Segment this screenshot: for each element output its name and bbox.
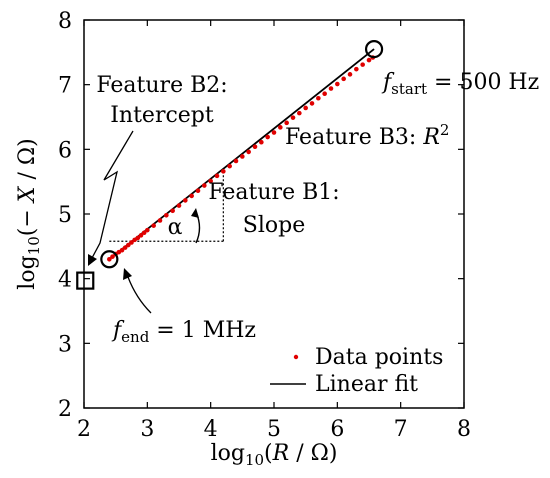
y-tick-label: 2: [58, 397, 72, 422]
data-point: [126, 242, 131, 248]
tick-labels: 2 3 4 5 6 7 8 2 3 4 5 6 7 8: [58, 9, 471, 442]
y-tick-label: 4: [58, 268, 72, 293]
y-axis-label: log10(− X / Ω): [15, 138, 43, 289]
data-points-series: [107, 55, 376, 262]
legend-label-linear-fit: Linear fit: [315, 372, 418, 397]
alpha-label: α: [168, 215, 183, 240]
data-point: [176, 203, 182, 208]
data-point: [208, 178, 213, 184]
data-point: [227, 163, 232, 169]
data-point: [347, 72, 353, 77]
data-point: [145, 227, 150, 233]
data-point: [107, 256, 112, 262]
x-tick-label: 2: [77, 417, 91, 442]
y-tick-label: 7: [58, 74, 72, 99]
x-tick-label: 3: [140, 417, 154, 442]
start-point-marker: [364, 39, 384, 59]
data-point: [366, 57, 372, 63]
data-point: [164, 212, 169, 218]
data-point: [335, 81, 340, 87]
data-point: [360, 62, 365, 67]
data-point: [141, 230, 147, 236]
markers: [76, 39, 384, 290]
f-start-label: fstart = 500 Hz: [381, 70, 539, 98]
data-point: [151, 223, 156, 228]
alpha-arrowhead: [191, 208, 199, 218]
data-point: [316, 95, 321, 101]
legend: Data points Linear fit: [270, 345, 443, 397]
data-point: [170, 208, 175, 214]
f-end-arrowhead: [123, 268, 132, 280]
feature-b3-label: Feature B3: R2: [285, 121, 449, 150]
data-point: [252, 144, 258, 150]
f-end-label: fend = 1 MHz: [111, 318, 256, 346]
data-point: [214, 173, 220, 179]
slope-guides: [109, 168, 224, 244]
data-point: [221, 169, 226, 174]
intercept-marker: [76, 271, 95, 290]
feature-b2-arrow: [91, 130, 134, 259]
data-point: [322, 91, 327, 97]
data-point: [240, 154, 245, 159]
data-point: [233, 158, 239, 164]
data-point: [195, 188, 201, 194]
data-point: [119, 247, 125, 253]
data-point: [265, 134, 270, 140]
feature-b1-line2: Slope: [243, 213, 305, 238]
legend-label-data-points: Data points: [315, 345, 443, 370]
data-point: [246, 149, 251, 155]
data-point: [189, 193, 194, 199]
data-point: [354, 66, 359, 72]
feature-b2-line2: Intercept: [110, 103, 214, 128]
end-point-marker: [100, 250, 119, 269]
ticks: [83, 19, 465, 409]
data-point: [202, 183, 207, 188]
y-tick-label: 5: [58, 203, 72, 228]
data-point: [297, 110, 302, 116]
feature-b2-line1: Feature B2:: [96, 73, 227, 98]
data-point: [290, 115, 296, 120]
x-tick-label: 7: [394, 417, 408, 442]
y-tick-label: 8: [58, 9, 72, 34]
data-point: [138, 233, 144, 238]
y-tick-label: 6: [58, 138, 72, 163]
data-point: [341, 76, 346, 82]
x-axis-label: log10(R / Ω): [211, 441, 338, 469]
annotation-arrows: [88, 130, 152, 314]
data-point: [284, 120, 289, 126]
data-point: [183, 198, 188, 203]
x-tick-label: 8: [457, 417, 471, 442]
x-tick-label: 6: [330, 417, 344, 442]
x-tick-label: 4: [204, 417, 218, 442]
feature-b1-line1: Feature B1:: [208, 180, 339, 205]
feature-b2-arrowhead: [88, 254, 97, 266]
data-point: [157, 218, 163, 223]
data-point: [309, 101, 315, 106]
data-point: [303, 105, 308, 111]
data-point: [259, 139, 264, 145]
f-end-arrow: [127, 276, 152, 314]
data-point: [278, 125, 283, 130]
data-point: [328, 86, 334, 91]
data-point: [135, 235, 141, 241]
data-point: [129, 240, 134, 245]
data-point: [122, 245, 128, 250]
data-point: [110, 254, 115, 259]
legend-marker-data-points: [293, 354, 299, 360]
y-tick-label: 3: [58, 332, 72, 357]
x-tick-label: 5: [267, 417, 281, 442]
data-point: [271, 130, 277, 135]
